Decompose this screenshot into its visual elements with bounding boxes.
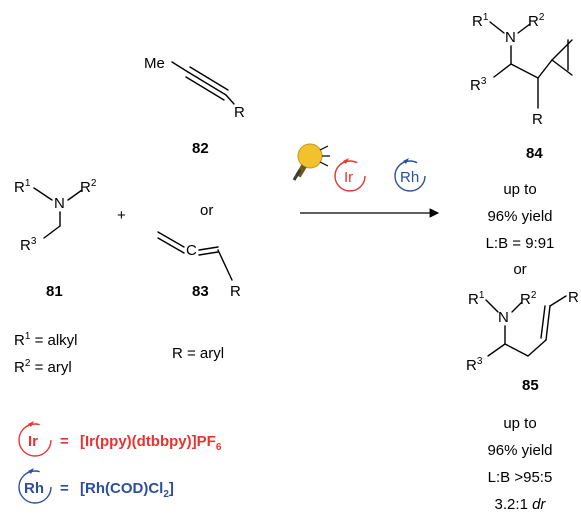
r1-label: R1 — [14, 178, 31, 196]
compound-82-structure: Me R — [144, 55, 245, 121]
r1-label: R1 — [468, 290, 485, 308]
svg-text:Rh: Rh — [400, 169, 419, 186]
compound-number-82: 82 — [192, 140, 209, 157]
svg-text:Ir: Ir — [344, 169, 353, 186]
r-group-label: R — [532, 111, 543, 128]
p85-line1: up to — [503, 415, 536, 432]
or-text-products: or — [513, 261, 526, 278]
rh-cycle-icon: Rh — [394, 158, 426, 192]
rh-catalyst-legend: Rh = [Rh(COD)Cl2] — [18, 468, 174, 504]
rh-badge-text: Rh — [24, 480, 44, 497]
plus-sign: + — [117, 207, 126, 224]
ir-catalyst-legend: Ir = [Ir(ppy)(dtbbpy)]PF6 — [18, 421, 222, 457]
ir-formula: [Ir(ppy)(dtbbpy)]PF6 — [80, 433, 222, 453]
r3-label: R3 — [466, 356, 483, 374]
svg-text:=: = — [60, 480, 69, 497]
ir-cycle-icon: Ir — [334, 158, 366, 192]
nitrogen-label: N — [505, 29, 516, 46]
p84-line1: up to — [503, 181, 536, 198]
r2-label: R2 — [80, 178, 97, 196]
p84-yield: 96% yield — [487, 208, 552, 225]
rh-cycle-icon — [18, 470, 52, 504]
r3-label: R3 — [20, 236, 37, 254]
methyl-label: Me — [144, 55, 165, 72]
p85-dr: 3.2:1 dr — [495, 496, 547, 513]
r2-label: R2 — [520, 290, 537, 308]
ir-badge-text: Ir — [28, 433, 38, 450]
p85-lb-ratio: L:B >95:5 — [488, 469, 553, 486]
r-group-label: R — [568, 289, 579, 306]
nitrogen-label: N — [54, 195, 65, 212]
compound-number-85: 85 — [522, 377, 539, 394]
compound-number-84: 84 — [526, 145, 543, 162]
compound-number-83: 83 — [192, 283, 209, 300]
r3-label: R3 — [470, 76, 487, 94]
allene-carbon-label: C — [186, 242, 197, 259]
r1-label: R1 — [472, 12, 489, 30]
nitrogen-label: N — [498, 309, 509, 326]
r-definition: R = aryl — [172, 345, 224, 362]
rh-formula: [Rh(COD)Cl2] — [80, 480, 174, 500]
lightbulb-icon — [292, 143, 330, 181]
compound-number-81: 81 — [46, 283, 63, 300]
r1-definition: R1 = alkyl — [14, 331, 78, 349]
svg-text:=: = — [60, 433, 69, 450]
r2-label: R2 — [528, 12, 545, 30]
ir-cycle-icon — [18, 423, 52, 457]
r-group-label: R — [234, 104, 245, 121]
compound-85-structure: R1 N R2 R3 R — [466, 289, 579, 374]
compound-83-structure: C R — [157, 231, 241, 300]
r-group-label: R — [230, 283, 241, 300]
p85-yield: 96% yield — [487, 442, 552, 459]
r2-definition: R2 = aryl — [14, 358, 72, 376]
compound-84-structure: R1 N R2 R3 R — [470, 12, 573, 128]
or-text-reactants: or — [200, 202, 213, 219]
compound-81-structure: R1 N R2 R3 — [14, 178, 97, 254]
p84-lb-ratio: L:B = 9:91 — [486, 235, 555, 252]
